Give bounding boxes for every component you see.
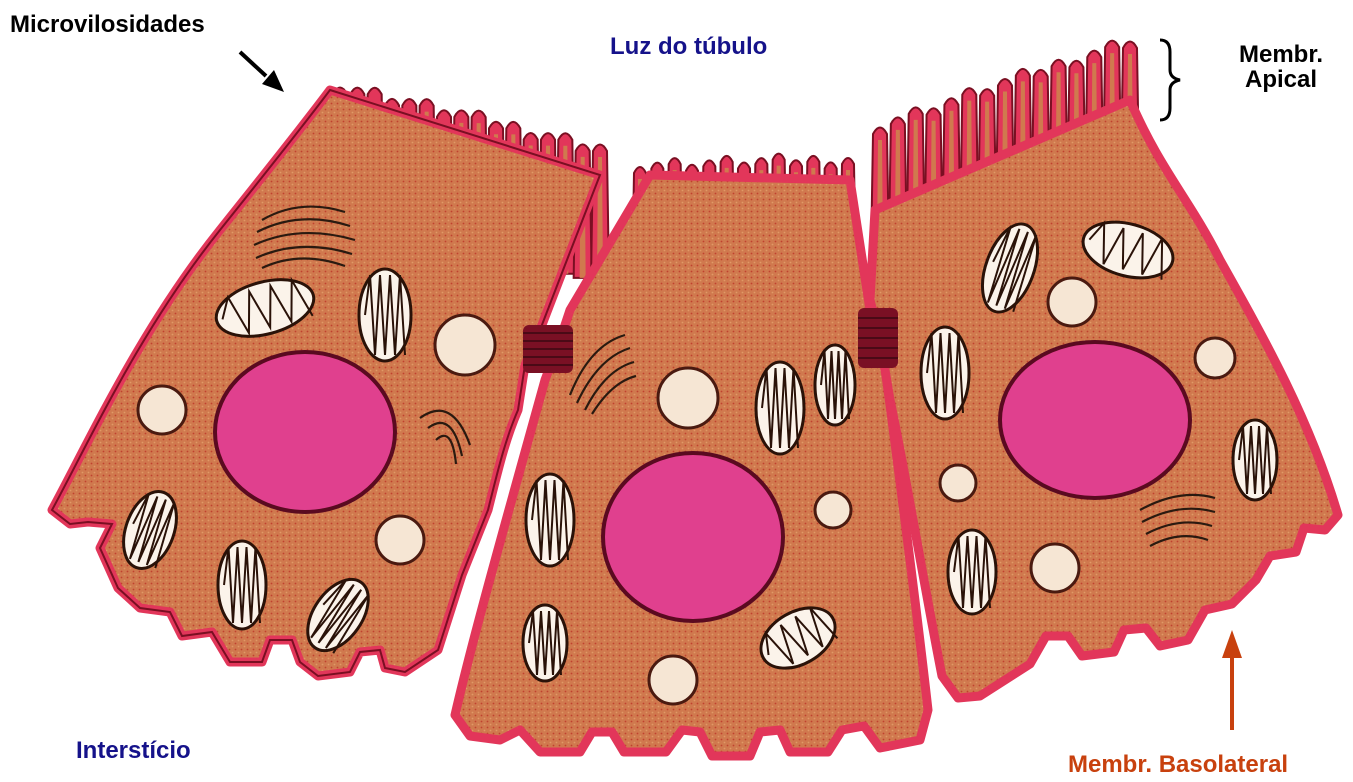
vesicle [376, 516, 424, 564]
microvilli-arrow [240, 52, 284, 92]
mitochondrion [218, 541, 266, 629]
vesicle [815, 492, 851, 528]
label-tubule-lumen: Luz do túbulo [610, 34, 767, 59]
label-apical-membrane: Membr. Apical [1222, 42, 1340, 92]
vesicle [649, 656, 697, 704]
apical-brace [1160, 40, 1180, 120]
nucleus-middle [603, 453, 783, 621]
mitochondrion [526, 474, 574, 566]
mitochondrion [756, 362, 804, 454]
label-interstitium: Interstício [76, 738, 191, 763]
label-microvilli: Microvilosidades [10, 12, 205, 37]
mitochondrion [921, 327, 969, 419]
label-basolateral-membrane: Membr. Basolateral [1068, 752, 1288, 777]
mitochondrion [815, 345, 855, 425]
basolateral-arrow [1222, 630, 1242, 730]
vesicle [658, 368, 718, 428]
nucleus-left [215, 352, 395, 512]
vesicle [940, 465, 976, 501]
vesicle [435, 315, 495, 375]
label-apical-line1: Membr. [1222, 42, 1340, 67]
label-apical-line2: Apical [1222, 67, 1340, 92]
mitochondrion [359, 269, 411, 361]
mitochondrion [1233, 420, 1277, 500]
vesicle [1048, 278, 1096, 326]
vesicle [1031, 544, 1079, 592]
mitochondrion [948, 530, 996, 614]
vesicle [138, 386, 186, 434]
nucleus-right [1000, 342, 1190, 498]
mitochondrion [523, 605, 567, 681]
vesicle [1195, 338, 1235, 378]
